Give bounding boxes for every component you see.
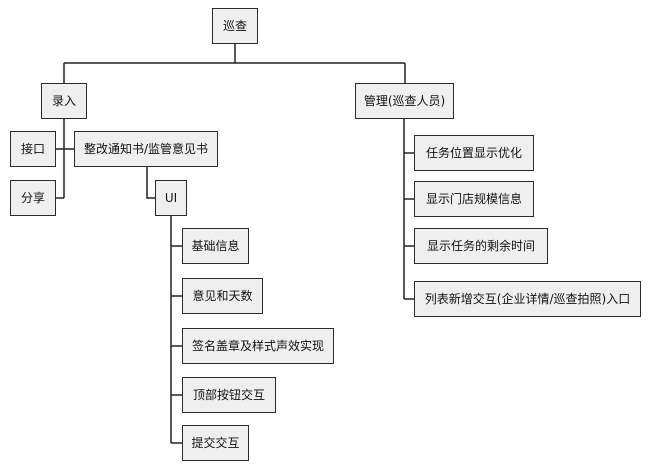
management-item-label: 显示门店规模信息	[425, 192, 522, 206]
ui-item-node: 签名盖章及样式声效实现	[182, 328, 334, 364]
ui-item-label: 顶部按钮交互	[192, 388, 265, 402]
ui-item-label: 基础信息	[191, 239, 240, 253]
notice-label: 整改通知书/监管意见书	[83, 142, 209, 156]
interface-label: 接口	[20, 142, 45, 156]
share-node: 分享	[10, 180, 56, 216]
management-node: 管理(巡查人员)	[355, 83, 454, 119]
management-item-node: 显示任务的剩余时间	[414, 228, 548, 264]
edge-notice-ui	[146, 167, 155, 199]
ui-item-label: 提交交互	[191, 436, 240, 450]
management-item-label: 列表新增交互(企业详情/巡查拍照)入口	[424, 292, 631, 306]
ui-item-label: 签名盖章及样式声效实现	[191, 339, 324, 353]
management-item-label: 任务位置显示优化	[425, 146, 522, 160]
ui-item-node: 基础信息	[182, 228, 249, 264]
ui-item-node: 顶部按钮交互	[182, 377, 276, 413]
ui-item-node: 提交交互	[182, 425, 249, 461]
entry-label: 录入	[51, 94, 76, 108]
ui-node: UI	[155, 180, 187, 216]
management-item-node: 任务位置显示优化	[414, 135, 534, 171]
notice-node: 整改通知书/监管意见书	[74, 131, 218, 167]
share-label: 分享	[20, 191, 45, 205]
ui-item-node: 意见和天数	[182, 278, 263, 314]
ui-label: UI	[164, 191, 178, 205]
management-label: 管理(巡查人员)	[363, 94, 446, 108]
interface-node: 接口	[10, 131, 56, 167]
root-node: 巡查	[212, 8, 258, 44]
management-item-node: 列表新增交互(企业详情/巡查拍照)入口	[414, 281, 641, 317]
management-item-label: 显示任务的剩余时间	[426, 239, 535, 253]
root-label: 巡查	[222, 19, 247, 33]
entry-node: 录入	[41, 83, 87, 119]
ui-item-label: 意见和天数	[192, 289, 253, 303]
management-item-node: 显示门店规模信息	[414, 181, 534, 217]
